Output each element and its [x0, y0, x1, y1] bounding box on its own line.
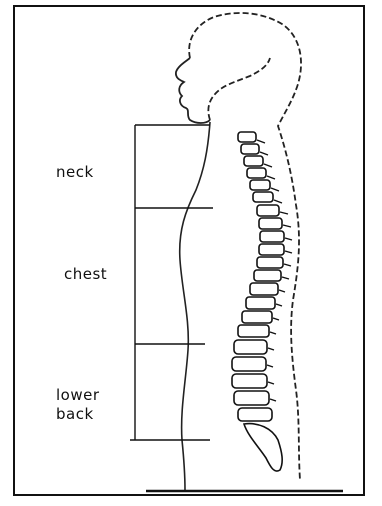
region-bracket [130, 125, 213, 440]
spine [232, 132, 284, 471]
face-outline [176, 58, 210, 123]
front-body-outline [180, 122, 210, 490]
label-neck: neck [56, 163, 94, 181]
label-lower-back-line2: back [56, 405, 100, 424]
label-lower-back: lower back [56, 386, 100, 424]
label-lower-back-line1: lower [56, 386, 100, 405]
label-chest: chest [64, 265, 107, 283]
